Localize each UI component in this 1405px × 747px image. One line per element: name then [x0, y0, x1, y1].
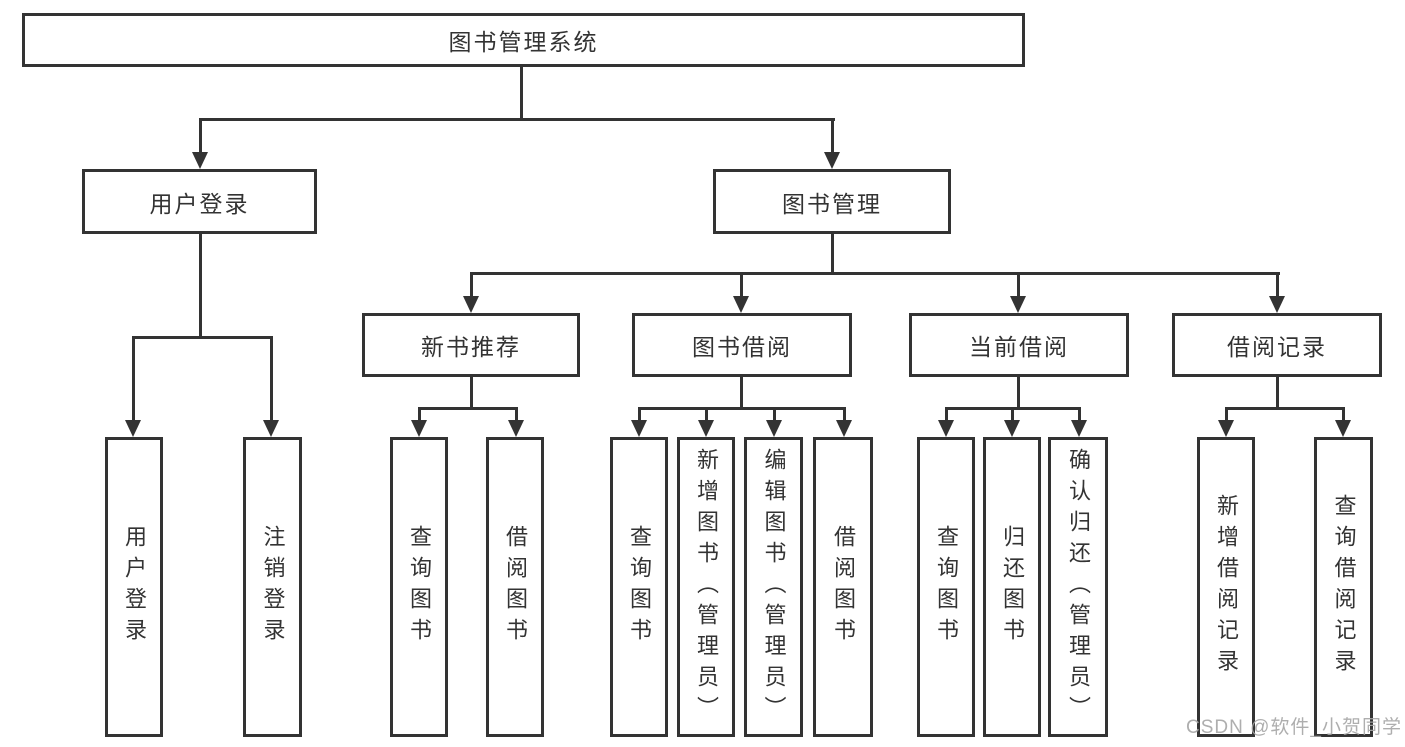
connector-line [132, 336, 273, 339]
node-current-borrow: 当前借阅 [909, 313, 1129, 377]
arrowhead [463, 296, 479, 313]
connector-line [199, 118, 835, 121]
connector-line [520, 65, 523, 121]
connector-line [638, 407, 846, 410]
connector-line [1078, 407, 1081, 422]
connector-line [945, 407, 948, 422]
connector-line [773, 407, 776, 422]
node-root-library-system: 图书管理系统 [22, 13, 1025, 67]
arrowhead [1218, 420, 1234, 437]
arrowhead [192, 152, 208, 169]
leaf-add-books-admin: 新增图书（管理员） [677, 437, 735, 737]
leaf-borrow-books-recommend: 借阅图书 [486, 437, 544, 737]
node-book-borrow: 图书借阅 [632, 313, 852, 377]
leaf-confirm-return-admin: 确认归还（管理员） [1048, 437, 1108, 737]
connector-line [470, 272, 473, 298]
arrowhead [766, 420, 782, 437]
connector-line [740, 376, 743, 410]
connector-line [470, 376, 473, 410]
arrowhead [836, 420, 852, 437]
connector-line [705, 407, 708, 422]
csdn-watermark: CSDN @软件_小贺同学 [1186, 717, 1402, 738]
connector-line [132, 336, 135, 422]
connector-line [638, 407, 641, 422]
connector-line [1276, 272, 1279, 298]
connector-line [199, 118, 202, 154]
leaf-query-borrow-record: 查询借阅记录 [1314, 437, 1373, 737]
arrowhead [263, 420, 279, 437]
arrowhead [1004, 420, 1020, 437]
connector-line [831, 118, 834, 154]
arrowhead [125, 420, 141, 437]
connector-line [270, 336, 273, 422]
connector-line [1017, 272, 1020, 298]
leaf-query-books-current: 查询图书 [917, 437, 975, 737]
connector-line [740, 272, 743, 298]
connector-line [1011, 407, 1014, 422]
arrowhead [1071, 420, 1087, 437]
leaf-edit-books-admin: 编辑图书（管理员） [744, 437, 803, 737]
connector-line [1225, 407, 1228, 422]
connector-line [515, 407, 518, 422]
arrowhead [1335, 420, 1351, 437]
arrowhead [1010, 296, 1026, 313]
arrowhead [733, 296, 749, 313]
connector-line [831, 233, 834, 275]
connector-line [1225, 407, 1345, 410]
leaf-borrow-books: 借阅图书 [813, 437, 873, 737]
leaf-query-books-borrow: 查询图书 [610, 437, 668, 737]
connector-line [843, 407, 846, 422]
connector-line [470, 272, 1280, 275]
node-book-management: 图书管理 [713, 169, 951, 234]
arrowhead [1269, 296, 1285, 313]
node-borrow-records: 借阅记录 [1172, 313, 1382, 377]
connector-line [1276, 376, 1279, 410]
node-user-login: 用户登录 [82, 169, 317, 234]
connector-line [418, 407, 421, 422]
leaf-add-borrow-record: 新增借阅记录 [1197, 437, 1255, 737]
leaf-logout: 注销登录 [243, 437, 302, 737]
arrowhead [698, 420, 714, 437]
connector-line [1017, 376, 1020, 410]
connector-line [1342, 407, 1345, 422]
node-new-book-recommend: 新书推荐 [362, 313, 580, 377]
arrowhead [631, 420, 647, 437]
leaf-query-books-recommend: 查询图书 [390, 437, 448, 737]
connector-line [199, 233, 202, 339]
connector-line [418, 407, 518, 410]
arrowhead [411, 420, 427, 437]
arrowhead [824, 152, 840, 169]
arrowhead [938, 420, 954, 437]
leaf-return-books: 归还图书 [983, 437, 1041, 737]
arrowhead [508, 420, 524, 437]
leaf-user-login: 用户登录 [105, 437, 163, 737]
